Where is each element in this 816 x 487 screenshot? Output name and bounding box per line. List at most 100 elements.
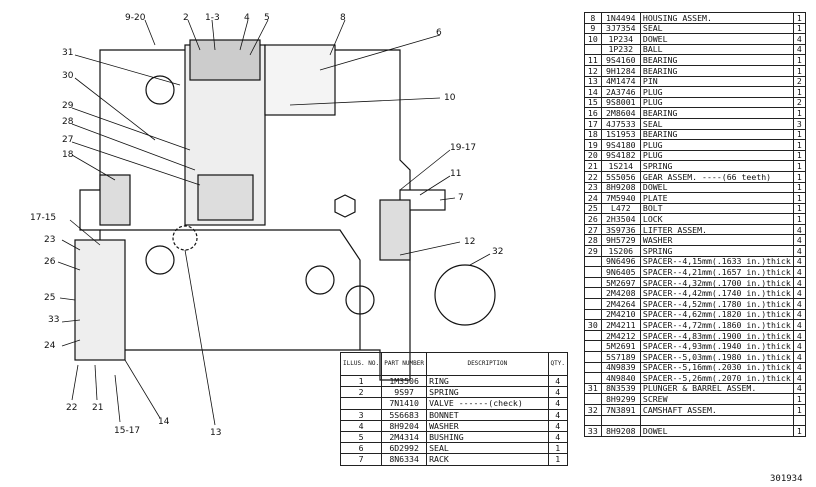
description-cell: SEAL: [426, 442, 549, 455]
ref-cell: 33: [584, 425, 602, 437]
description-cell: PLUG: [639, 149, 794, 162]
description-cell: LOCK: [639, 213, 794, 225]
gear-assembly: [74, 239, 126, 361]
callout-label: 6: [436, 28, 442, 38]
ref-cell: 7: [339, 453, 383, 466]
description-cell: SPACER--5,26mm(.2070 in.)thick: [639, 372, 794, 384]
description-cell: VALVE ------(check): [426, 397, 549, 410]
description-cell: GEAR ASSEM. ----(66 teeth): [639, 170, 794, 183]
part-number-cell: 2M4212: [600, 329, 641, 342]
description-cell: BOLT: [639, 202, 794, 215]
part-number-cell: 5S7189: [600, 351, 641, 363]
ref-cell: 4: [339, 419, 383, 432]
quantity-cell: 4: [792, 43, 807, 56]
quantity-cell: 4: [547, 419, 569, 432]
part-number-cell: 9N6496: [600, 255, 641, 268]
description-cell: SPACER--4,32mm(.1700 in.)thick: [639, 276, 794, 289]
callout-label: 32: [492, 247, 503, 257]
quantity-cell: 3: [792, 117, 807, 130]
hole-4: [345, 285, 375, 315]
housing-outline: [79, 49, 411, 381]
callout-label: 22: [66, 403, 77, 413]
quantity-cell: 4: [792, 382, 807, 395]
part-number-cell: 2M4208: [600, 287, 641, 300]
hole-2: [145, 245, 175, 275]
quantity-cell: 4: [792, 255, 807, 268]
description-cell: BEARING: [639, 128, 794, 141]
ref-cell: 17: [584, 117, 602, 130]
part-number-cell: 7M5940: [600, 192, 641, 204]
description-cell: RING: [426, 374, 549, 388]
description-cell: SPACER--4,62mm(.1820 in.)thick: [639, 308, 794, 321]
ref-cell: 13: [584, 75, 602, 88]
quantity-cell: 1: [792, 128, 807, 141]
part-number-cell: 8N6334: [381, 453, 428, 466]
description-cell: SPACER--4,83mm(.1900 in.)thick: [639, 329, 794, 342]
description-cell: SPACER--4,93mm(.1940 in.)thick: [639, 340, 794, 352]
ref-cell: 14: [584, 86, 602, 98]
quantity-cell: 4: [792, 276, 807, 289]
ref-cell: [584, 340, 602, 352]
callout-label: 27: [62, 135, 73, 145]
description-cell: DOWEL: [639, 425, 794, 437]
part-number-cell: 1N4494: [600, 12, 641, 24]
part-number-cell: 6D2992: [381, 442, 428, 455]
description-cell: SPACER--5,16mm(.2030 in.)thick: [639, 361, 794, 374]
description-cell: SPACER--5,03mm(.1980 in.)thick: [639, 351, 794, 363]
description-cell: BEARING: [639, 64, 794, 77]
description-cell: WASHER: [639, 234, 794, 247]
callout-label: 14: [158, 417, 170, 427]
description-cell: SPACER--4,42mm(.1740 in.)thick: [639, 287, 794, 300]
callout-label: 28: [62, 117, 74, 127]
part-number-cell: 2M4211: [600, 319, 641, 331]
quantity-cell: 1: [792, 54, 807, 66]
ref-cell: [584, 329, 602, 342]
callout-label: 19-17: [450, 143, 476, 153]
callout-label: 25: [44, 293, 55, 303]
ref-cell: [584, 255, 602, 268]
quantity-cell: 4: [792, 33, 807, 45]
quantity-cell: 1: [792, 86, 807, 98]
callout-label: 26: [44, 257, 56, 267]
pin-circle: [172, 225, 198, 251]
callout-label: 15-17: [114, 426, 140, 436]
ref-cell: 11: [584, 54, 602, 66]
part-number-cell: 1S1953: [600, 128, 641, 141]
quantity-cell: 4: [792, 308, 807, 321]
part-number-cell: 2M4314: [381, 430, 428, 444]
quantity-cell: 1: [792, 160, 807, 172]
part-number-cell: 4J7533: [600, 117, 641, 130]
quantity-cell: 1: [792, 64, 807, 77]
part-number-cell: 2M4264: [600, 298, 641, 310]
ref-cell: [584, 393, 602, 405]
part-number-cell: 2H3504: [600, 213, 641, 225]
camshaft-end: [434, 264, 496, 326]
part-number-cell: 4N9840: [600, 372, 641, 384]
description-cell: PLUG: [639, 139, 794, 151]
part-number-cell: 2A3746: [600, 86, 641, 98]
part-number-cell: 1P232: [600, 43, 641, 56]
description-cell: BEARING: [639, 54, 794, 66]
quantity-cell: 1: [792, 139, 807, 151]
callout-label: 9-20: [125, 13, 146, 23]
description-cell: SPRING: [426, 386, 549, 399]
quantity-cell: 4: [547, 386, 569, 399]
quantity-cell: 4: [792, 245, 807, 257]
callout-label: 7: [458, 193, 464, 203]
quantity-cell: 1: [792, 202, 807, 215]
